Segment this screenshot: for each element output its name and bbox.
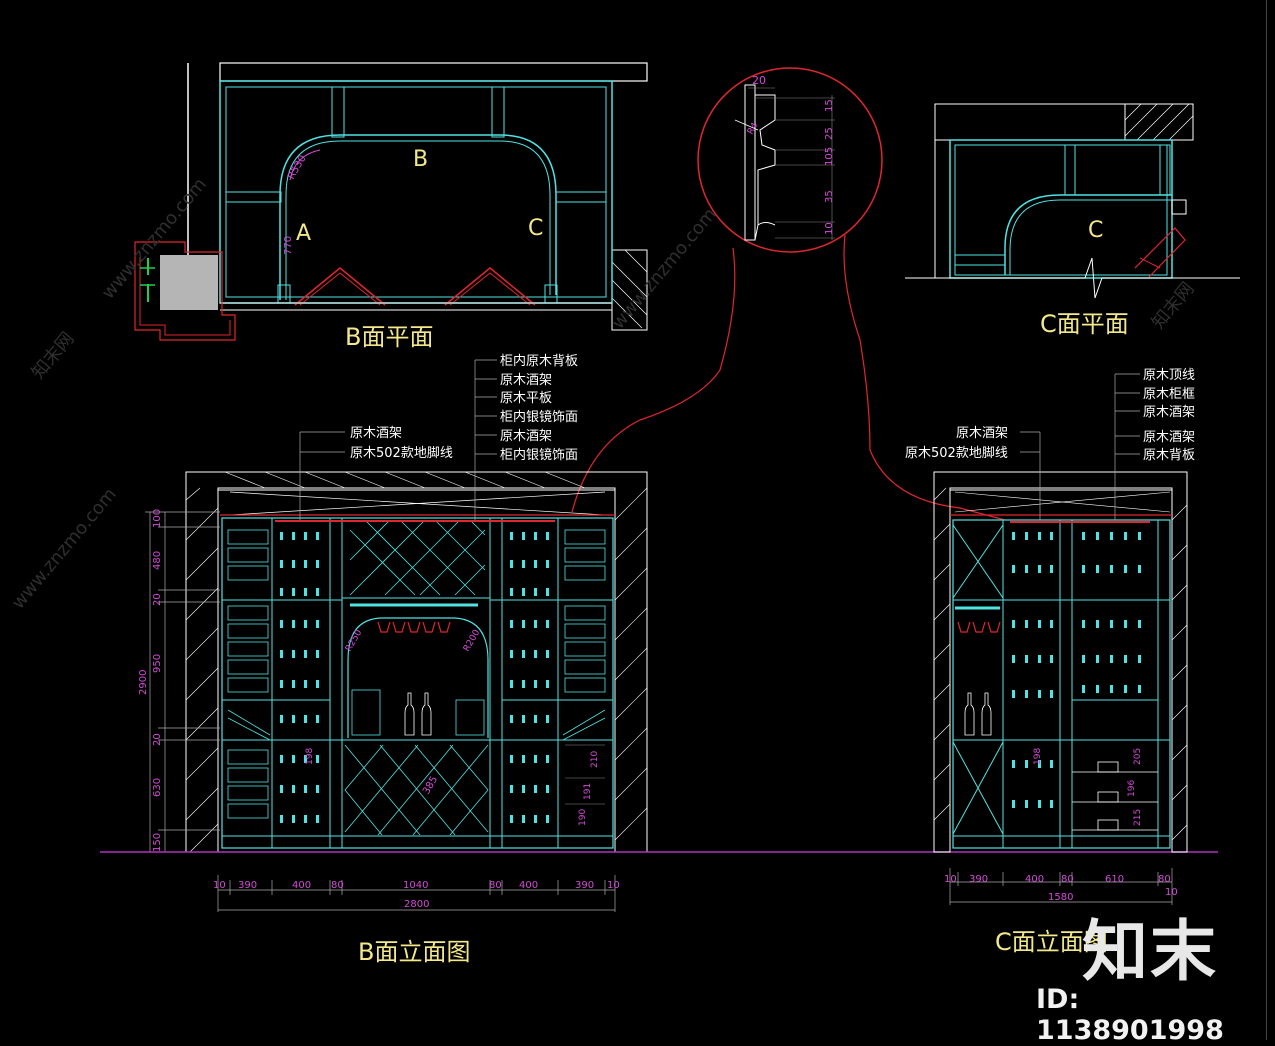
watermark-site-bottom-left: www.znzmo.com	[8, 484, 121, 613]
c-plan: C C面平面	[905, 103, 1240, 338]
watermark-logo: 知末	[1082, 913, 1218, 990]
detail-dim-35: 35	[824, 190, 835, 203]
b-hdim-10-left: 10	[213, 880, 226, 891]
watermark-id: ID: 1138901998	[1036, 984, 1224, 1046]
b-plan-label-a: A	[296, 221, 311, 246]
c-elev-196: 196	[1127, 780, 1137, 797]
b-callout-right-2: 原木酒架	[500, 373, 552, 388]
c-hdim-total: 1580	[1048, 892, 1073, 903]
c-callout-right-4: 原木酒架	[1143, 430, 1195, 445]
c-callout-right-5: 原木背板	[1143, 448, 1195, 463]
b-callout-left-1: 原木酒架	[350, 426, 402, 441]
b-plan: R530 770 A B C B面平面	[187, 62, 648, 351]
c-hdim-80-left: 80	[1061, 874, 1074, 885]
b-hdim-10-right: 10	[607, 880, 620, 891]
detail-callout: 20 15 25 105 35 10 R4	[571, 67, 1006, 521]
b-plan-label-c: C	[528, 216, 543, 241]
b-hdim-80-right: 80	[489, 880, 502, 891]
b-vdim-20-top: 20	[152, 593, 163, 606]
b-hdim-total: 2800	[404, 899, 429, 910]
b-hdim-400-right: 400	[519, 880, 538, 891]
watermark-brand-right: 知末网	[1148, 278, 1199, 333]
b-plan-title: B面平面	[345, 323, 433, 351]
detail-dim-15: 15	[824, 99, 835, 112]
b-vdim-480: 480	[152, 551, 163, 570]
b-hdim-1040: 1040	[403, 880, 428, 891]
b-elev-385: 385	[421, 774, 440, 796]
b-hdim-80-left: 80	[331, 880, 344, 891]
b-hdim-390-left: 390	[238, 880, 257, 891]
c-hdim-610: 610	[1105, 874, 1124, 885]
b-plan-dim-770: 770	[283, 236, 294, 255]
b-vdim-950: 950	[152, 654, 163, 673]
b-vdim-total: 2900	[138, 670, 149, 695]
b-vdim-150: 150	[152, 833, 163, 852]
c-hdim-390: 390	[969, 874, 988, 885]
b-elev-r200: R200	[462, 628, 483, 654]
c-elevation: 198 205 196 215 原木酒架 原木502款地脚线 原木顶线 原木柜框…	[905, 368, 1195, 956]
c-hdim-10-left: 10	[944, 874, 957, 885]
b-plan-label-b: B	[413, 147, 428, 172]
c-callout-right-3: 原木酒架	[1143, 405, 1195, 420]
b-callout-right-1: 柜内原木背板	[500, 353, 578, 369]
b-hdim-400-left: 400	[292, 880, 311, 891]
detail-dim-105: 105	[824, 147, 835, 166]
c-elevation-title: C面立面图	[995, 928, 1108, 956]
c-hdim-10-right: 10	[1165, 887, 1178, 898]
b-callout-right-5: 原木酒架	[500, 429, 552, 444]
b-elevation-title: B面立面图	[358, 938, 470, 966]
c-callout-left-1: 原木酒架	[956, 426, 1008, 441]
c-hdim-80-right: 80	[1158, 874, 1171, 885]
detail-dim-20: 20	[752, 74, 766, 87]
c-hdim-400: 400	[1025, 874, 1044, 885]
c-elev-205: 205	[1133, 748, 1143, 765]
watermark-site-center: www.znzmo.com	[608, 204, 721, 333]
c-callout-right-1: 原木顶线	[1143, 368, 1195, 383]
c-callout-left-2: 原木502款地脚线	[905, 445, 1008, 461]
b-elev-198: 198	[305, 748, 315, 765]
b-elev-210: 210	[590, 751, 600, 768]
b-callout-left-2: 原木502款地脚线	[350, 445, 453, 461]
b-hdim-390-right: 390	[575, 880, 594, 891]
b-vdim-100: 100	[152, 509, 163, 528]
b-callout-right-6: 柜内银镜饰面	[500, 447, 578, 463]
b-elev-190: 190	[578, 809, 588, 826]
key-plan-icon	[134, 241, 236, 341]
c-callout-right-2: 原木柜框	[1143, 387, 1195, 402]
b-elev-191: 191	[583, 783, 593, 800]
watermark-brand-left: 知末网	[28, 328, 79, 383]
c-elev-215: 215	[1133, 809, 1143, 826]
detail-dim-25: 25	[824, 127, 835, 140]
b-elev-r250: R250	[344, 628, 365, 654]
c-plan-title: C面平面	[1040, 310, 1129, 338]
right-edge-ruler	[1266, 0, 1275, 1040]
c-elev-198: 198	[1033, 748, 1043, 765]
c-plan-label-c: C	[1088, 218, 1103, 243]
detail-dim-10: 10	[824, 222, 835, 235]
b-vdim-20-mid: 20	[152, 733, 163, 746]
detail-radius: R4	[746, 121, 761, 137]
b-vdim-630: 630	[152, 778, 163, 797]
b-callout-right-4: 柜内银镜饰面	[500, 409, 578, 425]
b-elevation: R250 R200 385 198 210 191 190 原木酒架 原木502…	[138, 353, 648, 966]
b-callout-right-3: 原木平板	[500, 391, 552, 406]
